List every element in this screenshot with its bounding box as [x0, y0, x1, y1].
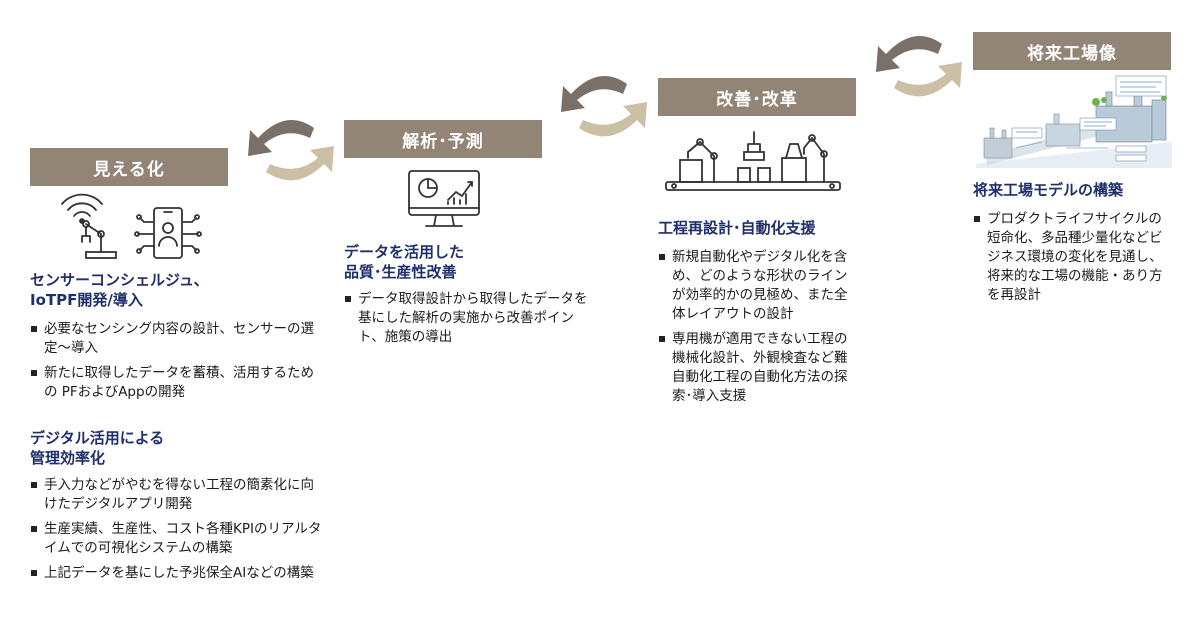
cycle-arrow-icon: [561, 76, 647, 137]
stage4-heading-line1: 将来工場モデルの構築: [973, 181, 1124, 199]
bullet-item: 上記データを基にした予兆保全AIなどの構築: [30, 564, 322, 583]
stage4-heading: 将来工場モデルの構築: [973, 180, 1193, 200]
wifi-robot-arm-icon: [61, 193, 117, 259]
stage2-heading-line2: 品質･生産性改善: [344, 263, 457, 281]
stage3-heading: 工程再設計･自動化支援: [658, 218, 898, 238]
stage1-heading-2: デジタル活用による 管理効率化: [30, 428, 270, 468]
stage-banner-future-factory: 将来工場像: [973, 32, 1171, 70]
cycle-arrow-icon: [876, 36, 962, 97]
stage3-bullets: 新規自動化やデジタル化を含め、どのような形状のラインが効率的かの見極め、また全体…: [658, 248, 860, 412]
smartphone-network-icon: [134, 207, 202, 259]
bullet-item: 専用機が適用できない工程の機械化設計、外観検査など難自動化工程の自動化方法の探索…: [658, 330, 860, 406]
monitor-analytics-icon: [408, 170, 480, 227]
stage1-heading-1-line1: センサーコンシェルジュ、: [30, 271, 209, 289]
stage-banner-analysis: 解析･予測: [344, 120, 542, 158]
bullet-item: 必要なセンシング内容の設計、センサーの選定～導入: [30, 320, 322, 358]
stage2-bullets: データ取得設計から取得したデータを基にした解析の実施から改善ポイント、施策の導出: [344, 290, 592, 353]
cycle-arrow-icon: [248, 120, 334, 181]
stage2-heading-line1: データを活用した: [344, 243, 465, 261]
stage-banner-improvement: 改善･改革: [658, 78, 856, 116]
bullet-item: データ取得設計から取得したデータを基にした解析の実施から改善ポイント、施策の導出: [344, 290, 592, 347]
stage1-heading-1-line2: IoTPF開発/導入: [30, 291, 143, 309]
stage4-bullets: プロダクトライフサイクルの短命化、多品種少量化などビジネス環境の変化を見通し、将…: [973, 210, 1175, 311]
stage1-heading-1: センサーコンシェルジュ、 IoTPF開発/導入: [30, 270, 270, 310]
bullet-item: プロダクトライフサイクルの短命化、多品種少量化などビジネス環境の変化を見通し、将…: [973, 210, 1175, 305]
stage1-heading-2-line1: デジタル活用による: [30, 429, 165, 447]
bullet-item: 手入力などがやむを得ない工程の簡素化に向けたデジタルアプリ開発: [30, 476, 322, 514]
bullet-item: 新規自動化やデジタル化を含め、どのような形状のラインが効率的かの見極め、また全体…: [658, 248, 860, 324]
stage-banner-visualization: 見える化: [30, 148, 228, 186]
bullet-item: 生産実績、生産性、コスト各種KPIのリアルタイムでの可視化システムの構築: [30, 520, 322, 558]
stage1-bullets-2: 手入力などがやむを得ない工程の簡素化に向けたデジタルアプリ開発 生産実績、生産性…: [30, 476, 322, 589]
bullet-item: 新たに取得したデータを蓄積、活用するための PFおよびAppの開発: [30, 364, 322, 402]
future-factory-image: [976, 72, 1172, 168]
stage1-bullets-1: 必要なセンシング内容の設計、センサーの選定～導入 新たに取得したデータを蓄積、活…: [30, 320, 322, 408]
stage2-heading: データを活用した 品質･生産性改善: [344, 242, 584, 282]
stage3-heading-line1: 工程再設計･自動化支援: [658, 219, 816, 237]
assembly-robots-icon: [665, 131, 841, 191]
stage1-heading-2-line2: 管理効率化: [30, 449, 106, 467]
